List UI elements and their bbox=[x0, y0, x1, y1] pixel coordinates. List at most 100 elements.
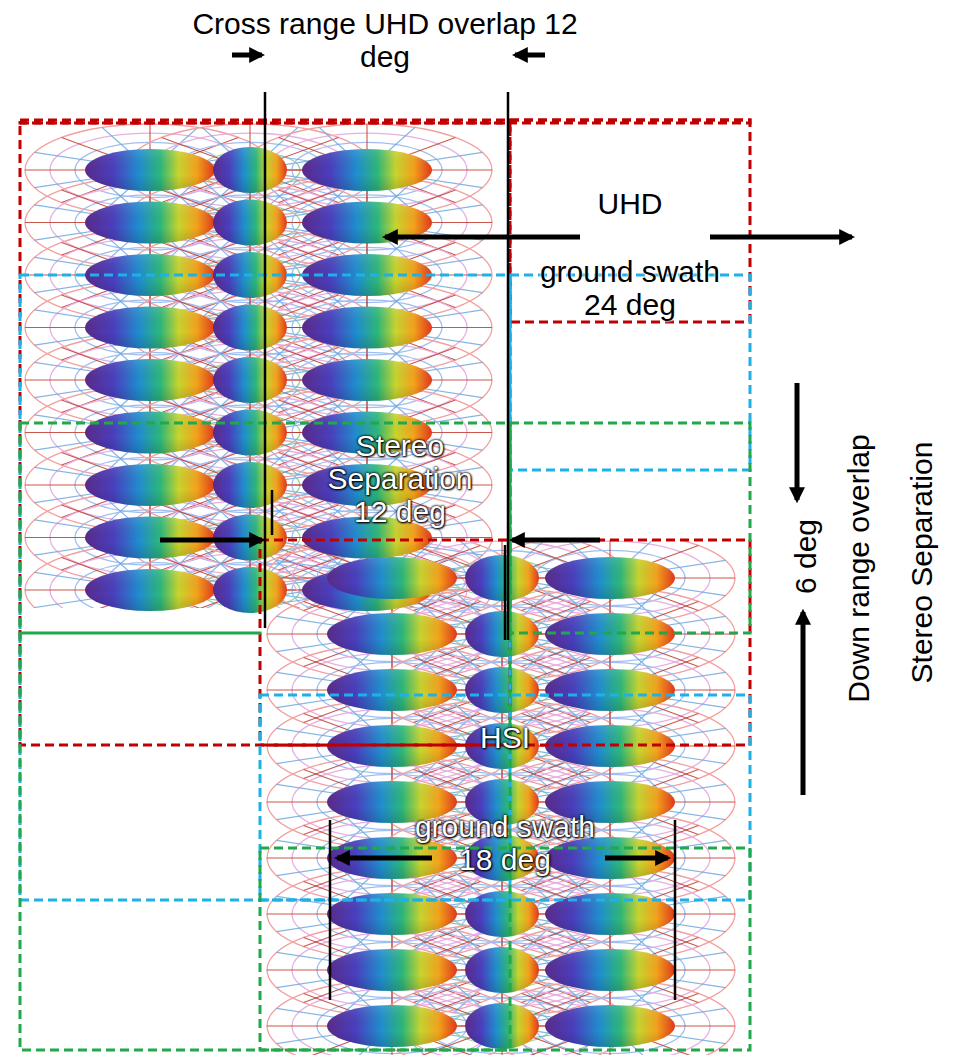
extent-line bbox=[507, 92, 510, 640]
dimension-label: Stereo Separation bbox=[906, 441, 939, 683]
footprint-shade bbox=[465, 947, 539, 993]
dimension-label: Down range overlap bbox=[842, 434, 875, 703]
footprint-ellipse bbox=[327, 949, 457, 991]
footprint-ellipse bbox=[213, 305, 287, 351]
footprint bbox=[545, 949, 675, 991]
footprint-shade bbox=[85, 307, 215, 349]
footprint-shade bbox=[85, 202, 215, 244]
extent-line bbox=[329, 820, 332, 1000]
footprint bbox=[327, 949, 457, 991]
footprint-ellipse bbox=[85, 307, 215, 349]
footprint-shade bbox=[213, 200, 287, 246]
footprint-ellipse bbox=[545, 557, 675, 599]
dimension-label: Cross range UHD overlap 12 deg bbox=[185, 7, 585, 73]
footprint bbox=[213, 410, 287, 456]
dashed-frame bbox=[510, 120, 750, 322]
footprint bbox=[213, 567, 287, 613]
footprint-shade bbox=[85, 464, 215, 506]
footprint-ellipse bbox=[545, 837, 675, 879]
dashed-frame bbox=[260, 848, 750, 1050]
footprint-ellipse bbox=[302, 359, 432, 401]
dimension-arrow bbox=[710, 235, 852, 240]
footprint-shade bbox=[213, 462, 287, 508]
footprint bbox=[327, 557, 457, 599]
dimension-arrow bbox=[160, 538, 262, 543]
footprint-ellipse bbox=[302, 149, 432, 191]
footprint bbox=[213, 305, 287, 351]
footprint-shade bbox=[545, 1005, 675, 1047]
dimension-arrow bbox=[795, 383, 800, 500]
footprint-shade bbox=[465, 667, 539, 713]
footprint bbox=[465, 891, 539, 937]
footprint bbox=[213, 200, 287, 246]
footprint-shade bbox=[465, 891, 539, 937]
footprint bbox=[545, 557, 675, 599]
footprint-ellipse bbox=[327, 613, 457, 655]
footprint-ellipse bbox=[213, 147, 287, 193]
footprint-ellipse bbox=[213, 462, 287, 508]
footprint-shade bbox=[327, 949, 457, 991]
sensor-label: HSI bbox=[445, 721, 565, 754]
footprint-shade bbox=[302, 149, 432, 191]
footprint-ellipse bbox=[213, 410, 287, 456]
footprint-ellipse bbox=[85, 359, 215, 401]
footprint-ellipse bbox=[465, 555, 539, 601]
footprint bbox=[85, 412, 215, 454]
footprint-ellipse bbox=[327, 837, 457, 879]
dashed-frame bbox=[510, 423, 750, 633]
footprint bbox=[302, 359, 432, 401]
footprint-ellipse bbox=[545, 669, 675, 711]
footprint bbox=[327, 613, 457, 655]
footprint-ellipse bbox=[85, 412, 215, 454]
footprint bbox=[327, 1005, 457, 1047]
footprint-shade bbox=[213, 305, 287, 351]
footprint bbox=[302, 307, 432, 349]
dimension-label: ground swath 18 deg bbox=[398, 810, 613, 876]
footprint-ellipse bbox=[465, 667, 539, 713]
footprint bbox=[85, 307, 215, 349]
footprint-shade bbox=[545, 837, 675, 879]
footprint bbox=[327, 669, 457, 711]
dimension-arrow bbox=[515, 53, 545, 58]
footprint-ellipse bbox=[85, 202, 215, 244]
footprint-shade bbox=[213, 357, 287, 403]
footprint-shade bbox=[327, 613, 457, 655]
extent-line bbox=[264, 92, 267, 628]
dimension-arrow bbox=[512, 538, 600, 543]
footprint bbox=[213, 147, 287, 193]
footprint bbox=[465, 555, 539, 601]
footprint bbox=[545, 1005, 675, 1047]
dimension-label: Stereo Separation 12 deg bbox=[316, 429, 484, 528]
footprint bbox=[545, 837, 675, 879]
dimension-arrow bbox=[232, 53, 262, 58]
footprint bbox=[85, 202, 215, 244]
footprint-shade bbox=[213, 567, 287, 613]
footprint-shade bbox=[85, 149, 215, 191]
dimension-arrow bbox=[801, 612, 806, 795]
dashed-frame bbox=[260, 540, 750, 745]
footprint-shade bbox=[302, 307, 432, 349]
footprint-ellipse bbox=[213, 200, 287, 246]
footprint-ellipse bbox=[327, 557, 457, 599]
dashed-frames bbox=[20, 120, 750, 1050]
footprint-shade bbox=[302, 359, 432, 401]
footprint-shade bbox=[327, 837, 457, 879]
footprint bbox=[213, 357, 287, 403]
footprint-shade bbox=[85, 569, 215, 611]
dashed-frame bbox=[260, 695, 750, 900]
footprint-shade bbox=[85, 412, 215, 454]
footprint-ellipse bbox=[213, 567, 287, 613]
footprint bbox=[545, 669, 675, 711]
footprint-shade bbox=[545, 949, 675, 991]
dimension-arrow bbox=[605, 856, 668, 861]
footprint bbox=[465, 667, 539, 713]
footprint bbox=[85, 569, 215, 611]
footprint-shade bbox=[213, 410, 287, 456]
footprint-ellipse bbox=[85, 149, 215, 191]
sensor-label: UHD bbox=[570, 187, 690, 220]
footprint-shade bbox=[545, 669, 675, 711]
footprint-ellipse bbox=[213, 357, 287, 403]
dimension-arrow bbox=[337, 856, 432, 861]
footprint-ellipse bbox=[465, 947, 539, 993]
footprint bbox=[213, 462, 287, 508]
